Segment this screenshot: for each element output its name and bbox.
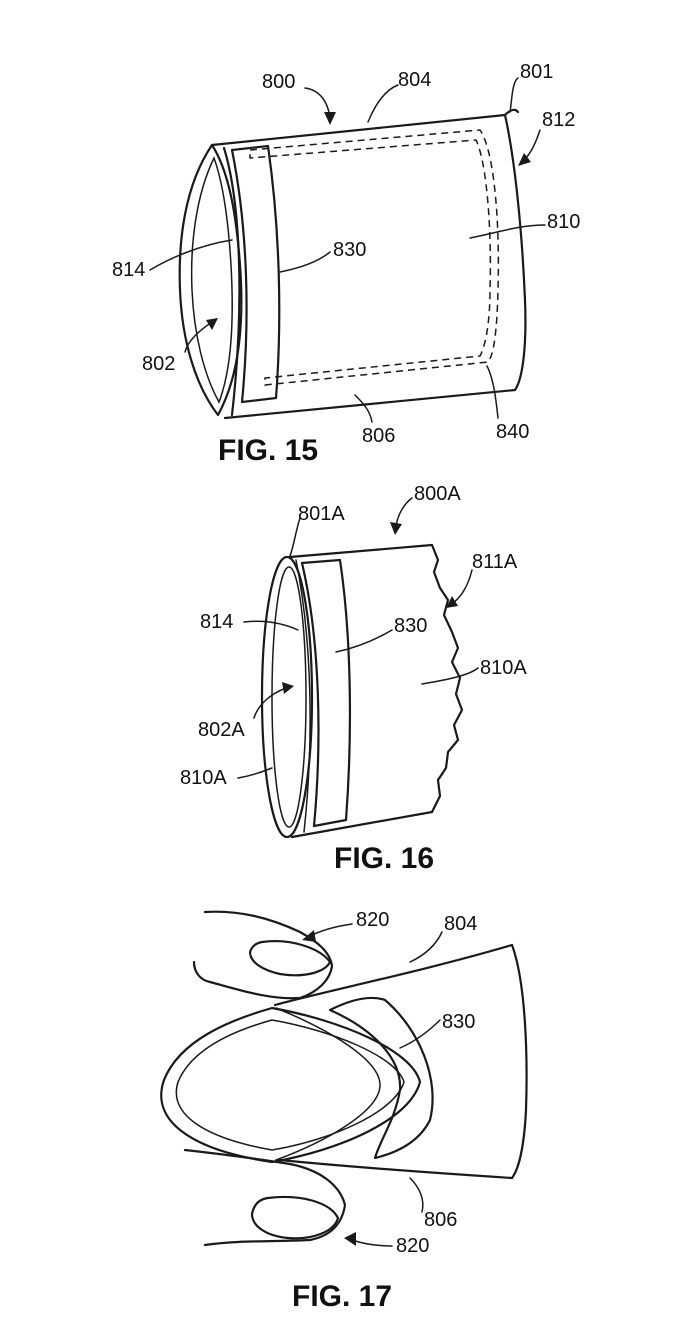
fig16-leader-830: [336, 630, 392, 652]
fig17-upper-finger: [194, 912, 332, 999]
fig15-label-812: 812: [542, 109, 575, 131]
fig17-sleeve-end: [512, 945, 527, 1178]
fig17-label-830: 830: [442, 1011, 475, 1033]
fig15-label-806: 806: [362, 425, 395, 447]
fig15-dashed-seam: [250, 130, 498, 385]
fig16-label-814: 814: [200, 611, 233, 633]
fig15-leader-806: [355, 395, 372, 422]
fig17-label-820-bottom: 820: [396, 1235, 429, 1257]
fig16-label-800A: 800A: [414, 483, 461, 505]
fig16-label-810A: 810A: [480, 657, 527, 679]
fig16-label-811A: 811A: [472, 551, 518, 573]
fig15-label-800: 800: [262, 71, 295, 93]
fig17-tab: [330, 998, 433, 1158]
fig15-arrow-800: [324, 112, 336, 125]
fig17-drawing: [161, 912, 526, 1246]
fig16-label-830: 830: [394, 615, 427, 637]
fig17-outer-oval: [161, 1008, 420, 1162]
fig15-label-801: 801: [520, 61, 553, 83]
fig16-label-810A-2: 810A: [180, 767, 227, 789]
fig15-label-814: 814: [112, 259, 145, 281]
fig17-leader-820-bottom: [352, 1240, 392, 1246]
fig17-label-820-top: 820: [356, 909, 389, 931]
fig16-leader-814: [244, 621, 298, 630]
fig15-label-810: 810: [547, 211, 580, 233]
fig16-labels: 801A 800A 811A 814 830 810A 802A 810A: [180, 483, 527, 789]
fig17-label-806: 806: [424, 1209, 457, 1231]
fig15-opening-inner: [192, 158, 233, 402]
fig17-arrow-820-top: [302, 930, 316, 942]
fig17-caption: FIG. 17: [292, 1280, 392, 1313]
fig17-leader-804: [410, 932, 442, 962]
fig16-ring-inner: [272, 567, 306, 827]
fig16-caption: FIG. 16: [334, 842, 434, 875]
fig17-label-804: 804: [444, 913, 477, 935]
fig17-upper-nail: [250, 941, 330, 975]
fig16-drawing: [238, 498, 478, 837]
fig15-label-802: 802: [142, 353, 175, 375]
fig15-back-rim: [505, 110, 518, 115]
fig16-arrow-800A: [390, 522, 402, 535]
fig16-label-802A: 802A: [198, 719, 245, 741]
fig17-arrow-820-bottom: [344, 1232, 356, 1246]
fig16-leader-802A: [254, 688, 286, 718]
fig17-sleeve-top: [275, 945, 512, 1005]
fig16-leader-811A: [452, 570, 472, 604]
fig16-leader-810A: [422, 668, 478, 684]
fig17-lower-nail: [252, 1197, 338, 1238]
fig16-torn-edge: [432, 545, 462, 812]
fig16-label-801A: 801A: [298, 503, 345, 525]
fig17-leader-820-top: [310, 924, 352, 936]
fig15-label-830: 830: [333, 239, 366, 261]
fig16-band-bottom: [292, 812, 432, 837]
fig15-label-840: 840: [496, 421, 529, 443]
fig17-leader-806: [410, 1178, 423, 1212]
fig15-leader-801: [510, 78, 518, 112]
fig15-label-804: 804: [398, 69, 431, 91]
fig17-labels: 820 804 830 806 820: [356, 909, 477, 1257]
fig15-leader-810: [470, 225, 545, 238]
fig17-sleeve-bottom: [280, 1160, 512, 1178]
fig16-band-top: [290, 545, 432, 557]
fig15-leader-802: [185, 322, 212, 352]
fig15-sleeve-body: [212, 115, 525, 418]
fig15-caption: FIG. 15: [218, 434, 318, 467]
fig15-leader-804: [368, 85, 398, 122]
fig16-arrow-802A: [282, 682, 294, 694]
fig15-leader-830: [280, 252, 330, 272]
fig16-rim-line: [296, 560, 310, 832]
fig16-leader-800A: [396, 498, 412, 526]
